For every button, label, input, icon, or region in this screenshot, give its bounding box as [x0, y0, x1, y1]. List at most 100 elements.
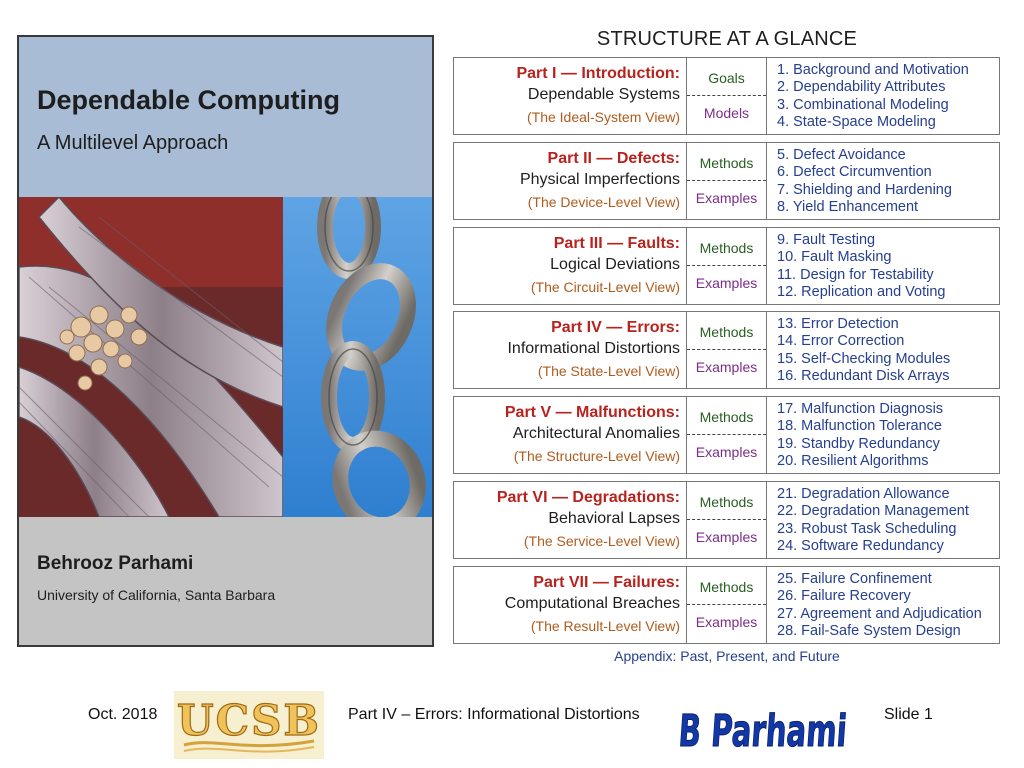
- part-heading: Part III — Faults:: [553, 235, 680, 252]
- part-heading: Part VI — Degradations:: [496, 489, 680, 506]
- part-bottom-aspect: Examples: [695, 359, 758, 375]
- chapter-item: 7. Shielding and Hardening: [777, 181, 952, 198]
- slide-number: Slide 1: [884, 706, 933, 723]
- part-subtitle: Computational Breaches: [504, 595, 680, 612]
- chapter-item: 8. Yield Enhancement: [777, 198, 919, 215]
- part-top-aspect: Methods: [699, 324, 754, 340]
- aspect-divider: [687, 265, 766, 266]
- ucsb-logo: UCSB: [174, 691, 324, 759]
- part-bottom-aspect: Examples: [695, 190, 758, 206]
- part-row-7: Part VII — Failures: Computational Breac…: [453, 566, 1000, 644]
- footer-title: Part IV – Errors: Informational Distorti…: [348, 706, 640, 723]
- part-top-aspect: Methods: [699, 494, 754, 510]
- aspect-divider: [687, 349, 766, 350]
- aspect-divider: [687, 434, 766, 435]
- part-bottom-aspect: Examples: [695, 529, 758, 545]
- chapter-item: 9. Fault Testing: [777, 232, 876, 248]
- part-row-2: Part II — Defects: Physical Imperfection…: [453, 142, 1000, 220]
- part-subtitle: Logical Deviations: [550, 256, 680, 273]
- part-subtitle: Architectural Anomalies: [512, 425, 680, 442]
- part-row-1: Part I — Introduction: Dependable System…: [453, 57, 1000, 135]
- part-view-label: (The Circuit-Level View): [530, 279, 680, 295]
- part-heading: Part V — Malfunctions:: [504, 404, 680, 421]
- chapter-item: 23. Robust Task Scheduling: [777, 520, 957, 537]
- part-aspects: Methods Examples: [687, 143, 767, 219]
- part-description: Part IV — Errors: Informational Distorti…: [454, 312, 687, 388]
- cover-affiliation: University of California, Santa Barbara: [37, 587, 276, 603]
- cover-author-panel: Behrooz Parhami University of California…: [19, 517, 432, 645]
- appendix-label: Appendix: Past, Present, and Future: [614, 648, 840, 664]
- chapter-item: 5. Defect Avoidance: [777, 147, 906, 163]
- part-top-aspect: Methods: [699, 579, 754, 595]
- part-aspects: Methods Examples: [687, 228, 767, 304]
- part-bottom-aspect: Models: [703, 105, 750, 121]
- cover-subtitle: A Multilevel Approach: [37, 132, 229, 154]
- part-subtitle: Informational Distortions: [507, 340, 680, 357]
- chapter-item: 18. Malfunction Tolerance: [777, 418, 942, 435]
- aspect-divider: [687, 95, 766, 96]
- part-row-4: Part IV — Errors: Informational Distorti…: [453, 311, 1000, 389]
- part-view-label: (The Device-Level View): [527, 194, 680, 210]
- part-row-3: Part III — Faults: Logical Deviations (T…: [453, 227, 1000, 305]
- part-description: Part III — Faults: Logical Deviations (T…: [454, 228, 687, 304]
- part-description: Part VI — Degradations: Behavioral Lapse…: [454, 482, 687, 558]
- chapter-item: 24. Software Redundancy: [777, 537, 944, 554]
- part-top-aspect: Methods: [699, 409, 754, 425]
- part-heading: Part I — Introduction:: [516, 65, 680, 82]
- chapter-item: 11. Design for Testability: [777, 266, 934, 283]
- author-logo-text: B Parhami: [677, 706, 849, 756]
- ucsb-logo-text: UCSB: [177, 696, 321, 745]
- part-view-label: (The Structure-Level View): [513, 448, 680, 464]
- part-bottom-aspect: Examples: [695, 275, 758, 291]
- footer-date: Oct. 2018: [88, 706, 158, 723]
- author-logo: B Parhami: [677, 706, 850, 756]
- part-heading: Part VII — Failures:: [533, 574, 680, 591]
- part-row-6: Part VI — Degradations: Behavioral Lapse…: [453, 481, 1000, 559]
- part-description: Part VII — Failures: Computational Breac…: [454, 567, 687, 643]
- cover-title: Dependable Computing: [37, 85, 340, 115]
- chapter-item: 14. Error Correction: [777, 333, 905, 350]
- chapter-item: 1. Background and Motivation: [777, 62, 969, 78]
- part-subtitle: Behavioral Lapses: [548, 510, 680, 527]
- chapter-item: 2. Dependability Attributes: [777, 79, 946, 96]
- part-aspects: Methods Examples: [687, 312, 767, 388]
- chapter-item: 28. Fail-Safe System Design: [777, 622, 961, 639]
- aspect-divider: [687, 519, 766, 520]
- part-description: Part V — Malfunctions: Architectural Ano…: [454, 397, 687, 473]
- chapter-item: 20. Resilient Algorithms: [777, 452, 929, 469]
- part-row-5: Part V — Malfunctions: Architectural Ano…: [453, 396, 1000, 474]
- part-bottom-aspect: Examples: [695, 614, 758, 630]
- chapter-item: 21. Degradation Allowance: [777, 486, 950, 502]
- chapter-item: 16. Redundant Disk Arrays: [777, 367, 950, 384]
- part-aspects: Methods Examples: [687, 397, 767, 473]
- part-top-aspect: Methods: [699, 155, 754, 171]
- part-aspects: Methods Examples: [687, 567, 767, 643]
- chapter-item: 15. Self-Checking Modules: [777, 350, 951, 367]
- part-view-label: (The State-Level View): [537, 363, 680, 379]
- part-aspects: Goals Models: [687, 58, 767, 134]
- part-subtitle: Dependable Systems: [527, 86, 680, 103]
- part-view-label: (The Result-Level View): [530, 618, 680, 634]
- cover-title-panel: Dependable Computing A Multilevel Approa…: [19, 37, 432, 197]
- chapter-item: 25. Failure Confinement: [777, 571, 932, 587]
- chapter-item: 10. Fault Masking: [777, 249, 892, 266]
- chapter-item: 3. Combinational Modeling: [777, 96, 949, 113]
- part-heading: Part IV — Errors:: [551, 319, 680, 336]
- part-subtitle: Physical Imperfections: [519, 171, 680, 188]
- chapter-item: 17. Malfunction Diagnosis: [777, 401, 944, 417]
- chapter-item: 27. Agreement and Adjudication: [777, 605, 982, 622]
- part-aspects: Methods Examples: [687, 482, 767, 558]
- cover-author: Behrooz Parhami: [37, 553, 194, 574]
- part-heading: Part II — Defects:: [547, 150, 680, 167]
- structure-title: STRUCTURE AT A GLANCE: [596, 28, 858, 50]
- part-top-aspect: Methods: [699, 240, 754, 256]
- part-view-label: (The Ideal-System View): [526, 109, 680, 125]
